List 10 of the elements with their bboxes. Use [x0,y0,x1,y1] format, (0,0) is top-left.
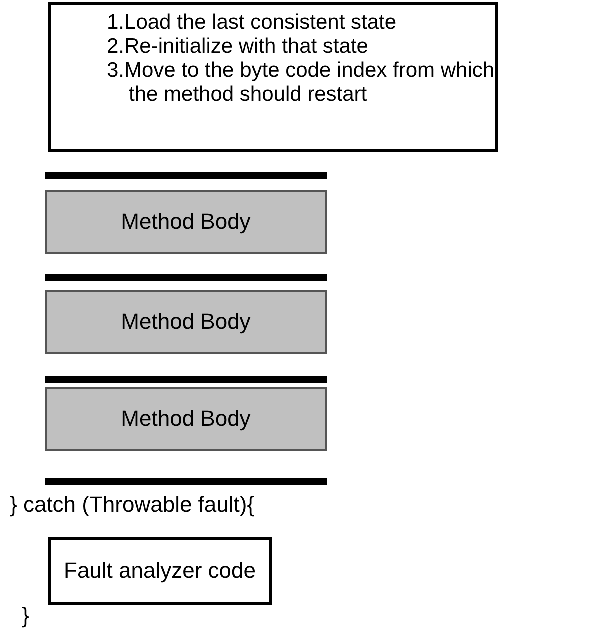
steps-box [48,2,498,152]
list-item: 1.Load the last consistent state [107,11,398,35]
list-item: 2.Re-initialize with that state [107,35,370,59]
method-body-box: Method Body [45,190,327,254]
method-body-box: Method Body [45,290,327,354]
code-text: } [22,603,30,629]
method-body-box: Method Body [45,387,327,451]
code-text: } catch (Throwable fault){ [10,492,255,518]
list-item: 3.Move to the byte code index from which the method should restart [107,59,496,107]
fault-analyzer-box: Fault analyzer code [48,537,272,605]
